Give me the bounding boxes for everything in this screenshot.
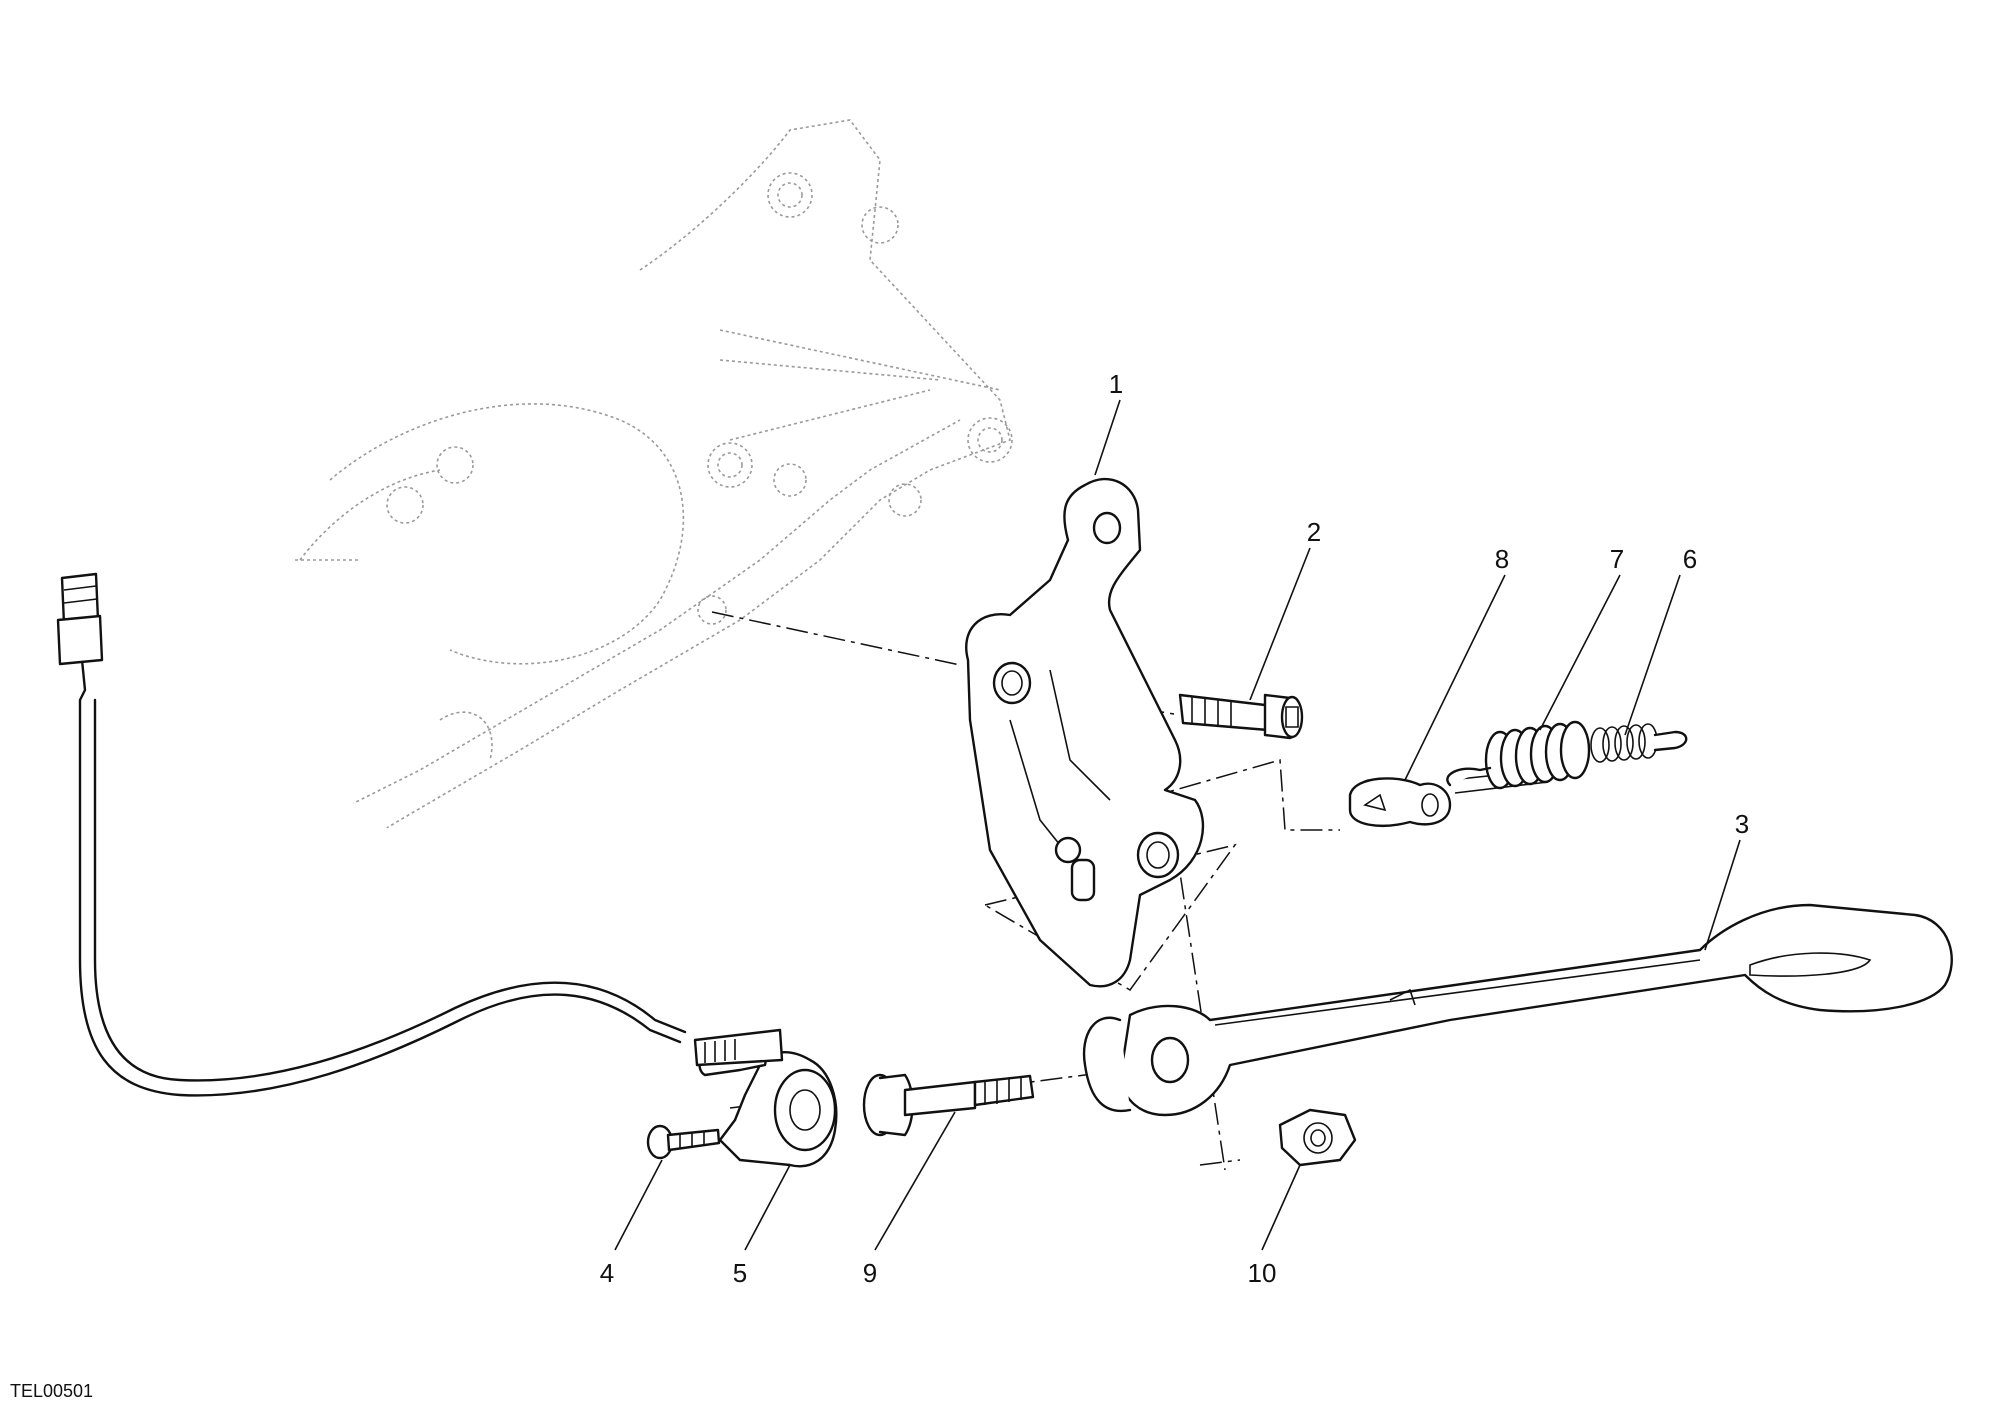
part-6-inner-spring [1446, 723, 1688, 787]
callout-4: 4 [600, 1258, 614, 1288]
part-9-pivot-bolt [862, 1073, 1035, 1137]
callout-3: 3 [1735, 809, 1749, 839]
sensor-cable [56, 572, 687, 1097]
callout-labels: 1 2 3 4 5 6 7 8 9 10 [600, 369, 1749, 1288]
callout-leaders [614, 399, 1741, 1251]
callout-10: 10 [1248, 1258, 1277, 1288]
part-8-spring-plate [1348, 777, 1452, 827]
callout-5: 5 [733, 1258, 747, 1288]
callout-6: 6 [1683, 544, 1697, 574]
callout-8: 8 [1495, 544, 1509, 574]
part-5-stand-sensor [693, 1028, 838, 1168]
callout-1: 1 [1109, 369, 1123, 399]
part-7-outer-spring [1449, 720, 1591, 794]
part-1-stand-bracket [965, 477, 1205, 988]
part-4-screw [646, 1124, 721, 1160]
part-2-socket-bolt [1178, 693, 1304, 740]
part-10-flange-nut [1278, 1108, 1357, 1167]
callout-7: 7 [1610, 544, 1624, 574]
drawing-code: TEL00501 [10, 1381, 94, 1401]
callout-9: 9 [863, 1258, 877, 1288]
callout-2: 2 [1307, 517, 1321, 547]
part-3-side-stand [1082, 903, 1953, 1117]
